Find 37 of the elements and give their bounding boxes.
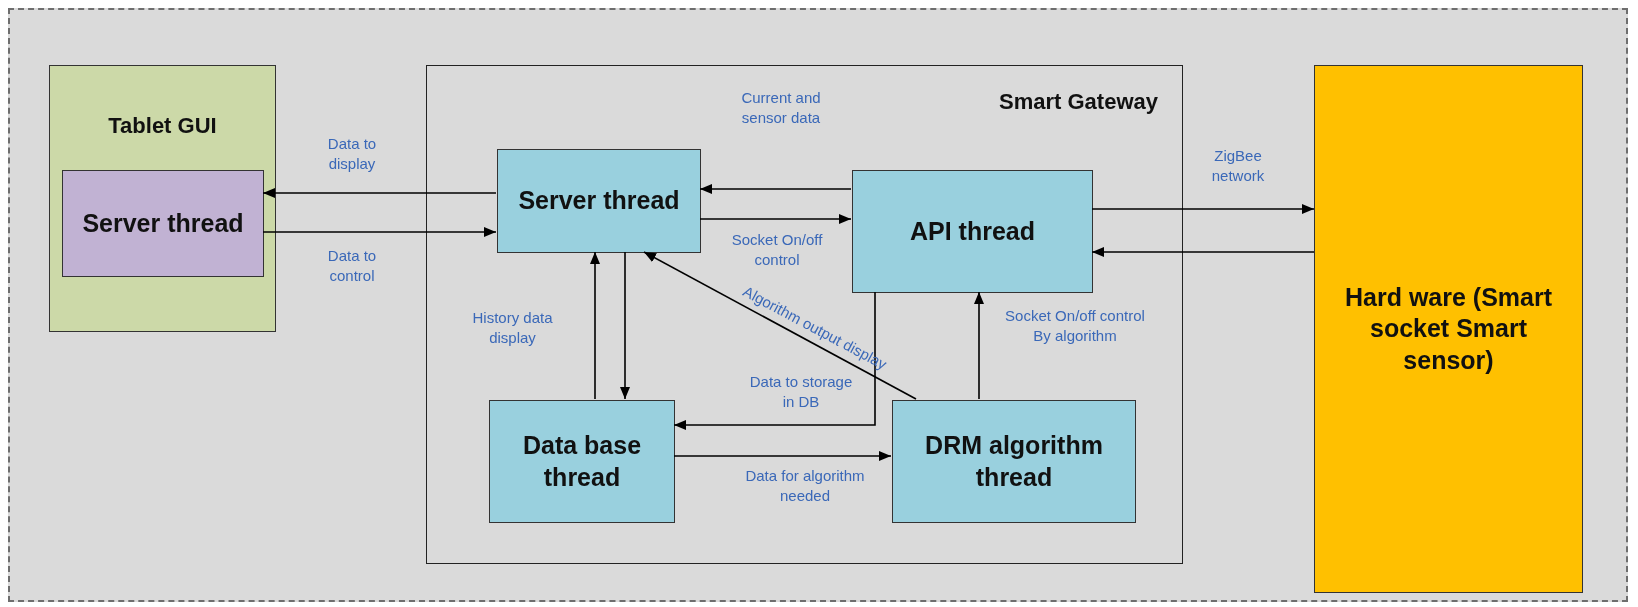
node-label: Hard ware (Smart socket Smart sensor): [1344, 282, 1553, 376]
edge-label: Data for algorithm needed: [744, 466, 866, 505]
node-label: API thread: [910, 215, 1035, 247]
process-box: [892, 400, 1136, 523]
edge-label: ZigBee network: [1210, 146, 1266, 185]
group-heading: Smart Gateway: [999, 88, 1158, 116]
arrow: [643, 251, 917, 400]
arrow: [620, 251, 630, 400]
process-box: [62, 170, 264, 277]
edge-label: Data to control: [326, 246, 378, 285]
process-box: [852, 170, 1093, 293]
edge-label: Socket On/off control: [730, 230, 824, 269]
arrow: [590, 251, 600, 400]
node-label: Server thread: [518, 185, 680, 217]
hardware-box: [1314, 65, 1583, 593]
arrow: [673, 451, 892, 461]
arrow: [699, 184, 852, 194]
device-panel: [49, 65, 276, 332]
node-label: Data base thread: [521, 430, 643, 493]
arrow: [262, 188, 497, 198]
edge-label: Socket On/off control By algorithm: [1004, 306, 1146, 345]
arrow: [699, 214, 852, 224]
arrow: [1091, 247, 1315, 257]
edge-label: Data to storage in DB: [748, 372, 854, 411]
gateway-container: [426, 65, 1183, 564]
arrow: [974, 291, 984, 400]
process-box: [497, 149, 701, 253]
arrow: [1091, 204, 1315, 214]
arrow: [673, 291, 876, 430]
node-label: DRM algorithm thread: [924, 430, 1104, 493]
edge-label: Data to display: [326, 134, 378, 173]
edge-label: History data display: [471, 308, 554, 347]
process-box: [489, 400, 675, 523]
node-label: Server thread: [82, 207, 244, 239]
group-heading: Tablet GUI: [108, 112, 217, 140]
arrow: [262, 227, 497, 237]
edge-label: Current and sensor data: [740, 88, 822, 127]
